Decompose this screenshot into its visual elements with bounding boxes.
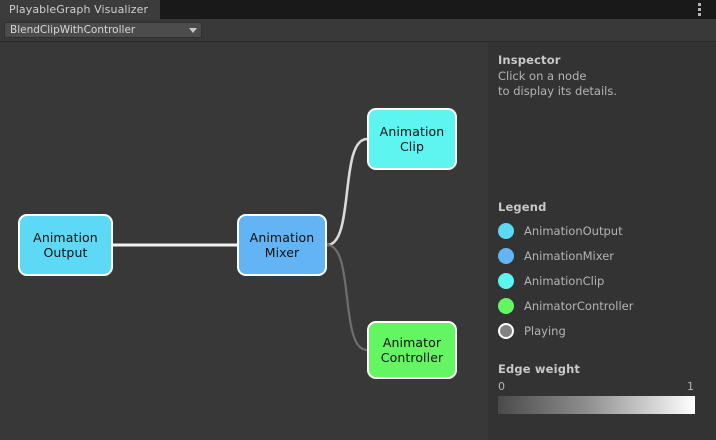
graph-selector-dropdown[interactable]: BlendClipWithController — [4, 22, 202, 38]
legend-item-label: AnimationClip — [524, 273, 605, 288]
kebab-dot — [697, 8, 701, 11]
toolbar: BlendClipWithController — [0, 19, 716, 42]
chevron-down-icon — [189, 27, 197, 33]
graph-node-animator-controller[interactable]: Animator Controller — [367, 321, 457, 379]
inspector-hint: Click on a node to display its details. — [498, 69, 618, 98]
graph-node-animation-output[interactable]: Animation Output — [18, 214, 113, 276]
graph-node-label: Animation Mixer — [249, 229, 315, 260]
legend-item-playing: Playing — [498, 318, 704, 343]
inspector-title: Inspector — [498, 53, 561, 67]
legend-swatch-icon — [498, 222, 514, 239]
window-tabbar: PlayableGraph Visualizer — [0, 0, 716, 19]
legend-item-animationoutput: AnimationOutput — [498, 218, 704, 243]
graph-canvas[interactable]: Animation Output Animation Mixer Animation… — [0, 42, 488, 440]
legend-item-label: AnimatorController — [524, 298, 634, 313]
edge-weight-gradient-bar — [498, 396, 695, 414]
legend-swatch-icon — [498, 272, 514, 289]
graph-node-animation-clip[interactable]: Animation Clip — [367, 108, 457, 170]
legend-swatch-icon — [498, 322, 514, 339]
graph-edge-edge-mixer-controller — [325, 243, 369, 352]
legend-item-animationclip: AnimationClip — [498, 268, 704, 293]
edge-weight-max: 1 — [687, 380, 694, 393]
legend-item-animationmixer: AnimationMixer — [498, 243, 704, 268]
legend-item-label: Playing — [524, 323, 566, 338]
kebab-menu-icon[interactable] — [686, 0, 716, 19]
tab-label: PlayableGraph Visualizer — [9, 3, 149, 16]
kebab-dot — [697, 3, 701, 6]
legend-title: Legend — [498, 200, 547, 214]
inspector-panel: Inspector Click on a node to display its… — [488, 42, 716, 440]
legend-swatch-icon — [498, 247, 514, 264]
graph-edge-edge-mixer-clip — [325, 137, 369, 247]
legend-item-animatorcontroller: AnimatorController — [498, 293, 704, 318]
edge-weight-title: Edge weight — [498, 362, 581, 376]
graph-node-label: Animation Output — [33, 229, 98, 260]
tabbar-spacer — [161, 0, 686, 19]
tab-playablegraph-visualizer[interactable]: PlayableGraph Visualizer — [0, 0, 162, 19]
legend-swatch-icon — [498, 297, 514, 314]
legend-item-label: AnimationMixer — [524, 248, 615, 263]
graph-node-label: Animator Controller — [380, 334, 444, 365]
graph-node-animation-mixer[interactable]: Animation Mixer — [237, 214, 327, 276]
edge-weight-scale: 0 1 — [498, 380, 694, 393]
graph-selector-value: BlendClipWithController — [10, 24, 136, 36]
graph-node-label: Animation Clip — [379, 123, 445, 154]
kebab-dot — [697, 13, 701, 16]
graph-edges — [111, 137, 369, 352]
edge-weight-min: 0 — [498, 380, 505, 393]
legend-item-label: AnimationOutput — [524, 223, 623, 238]
